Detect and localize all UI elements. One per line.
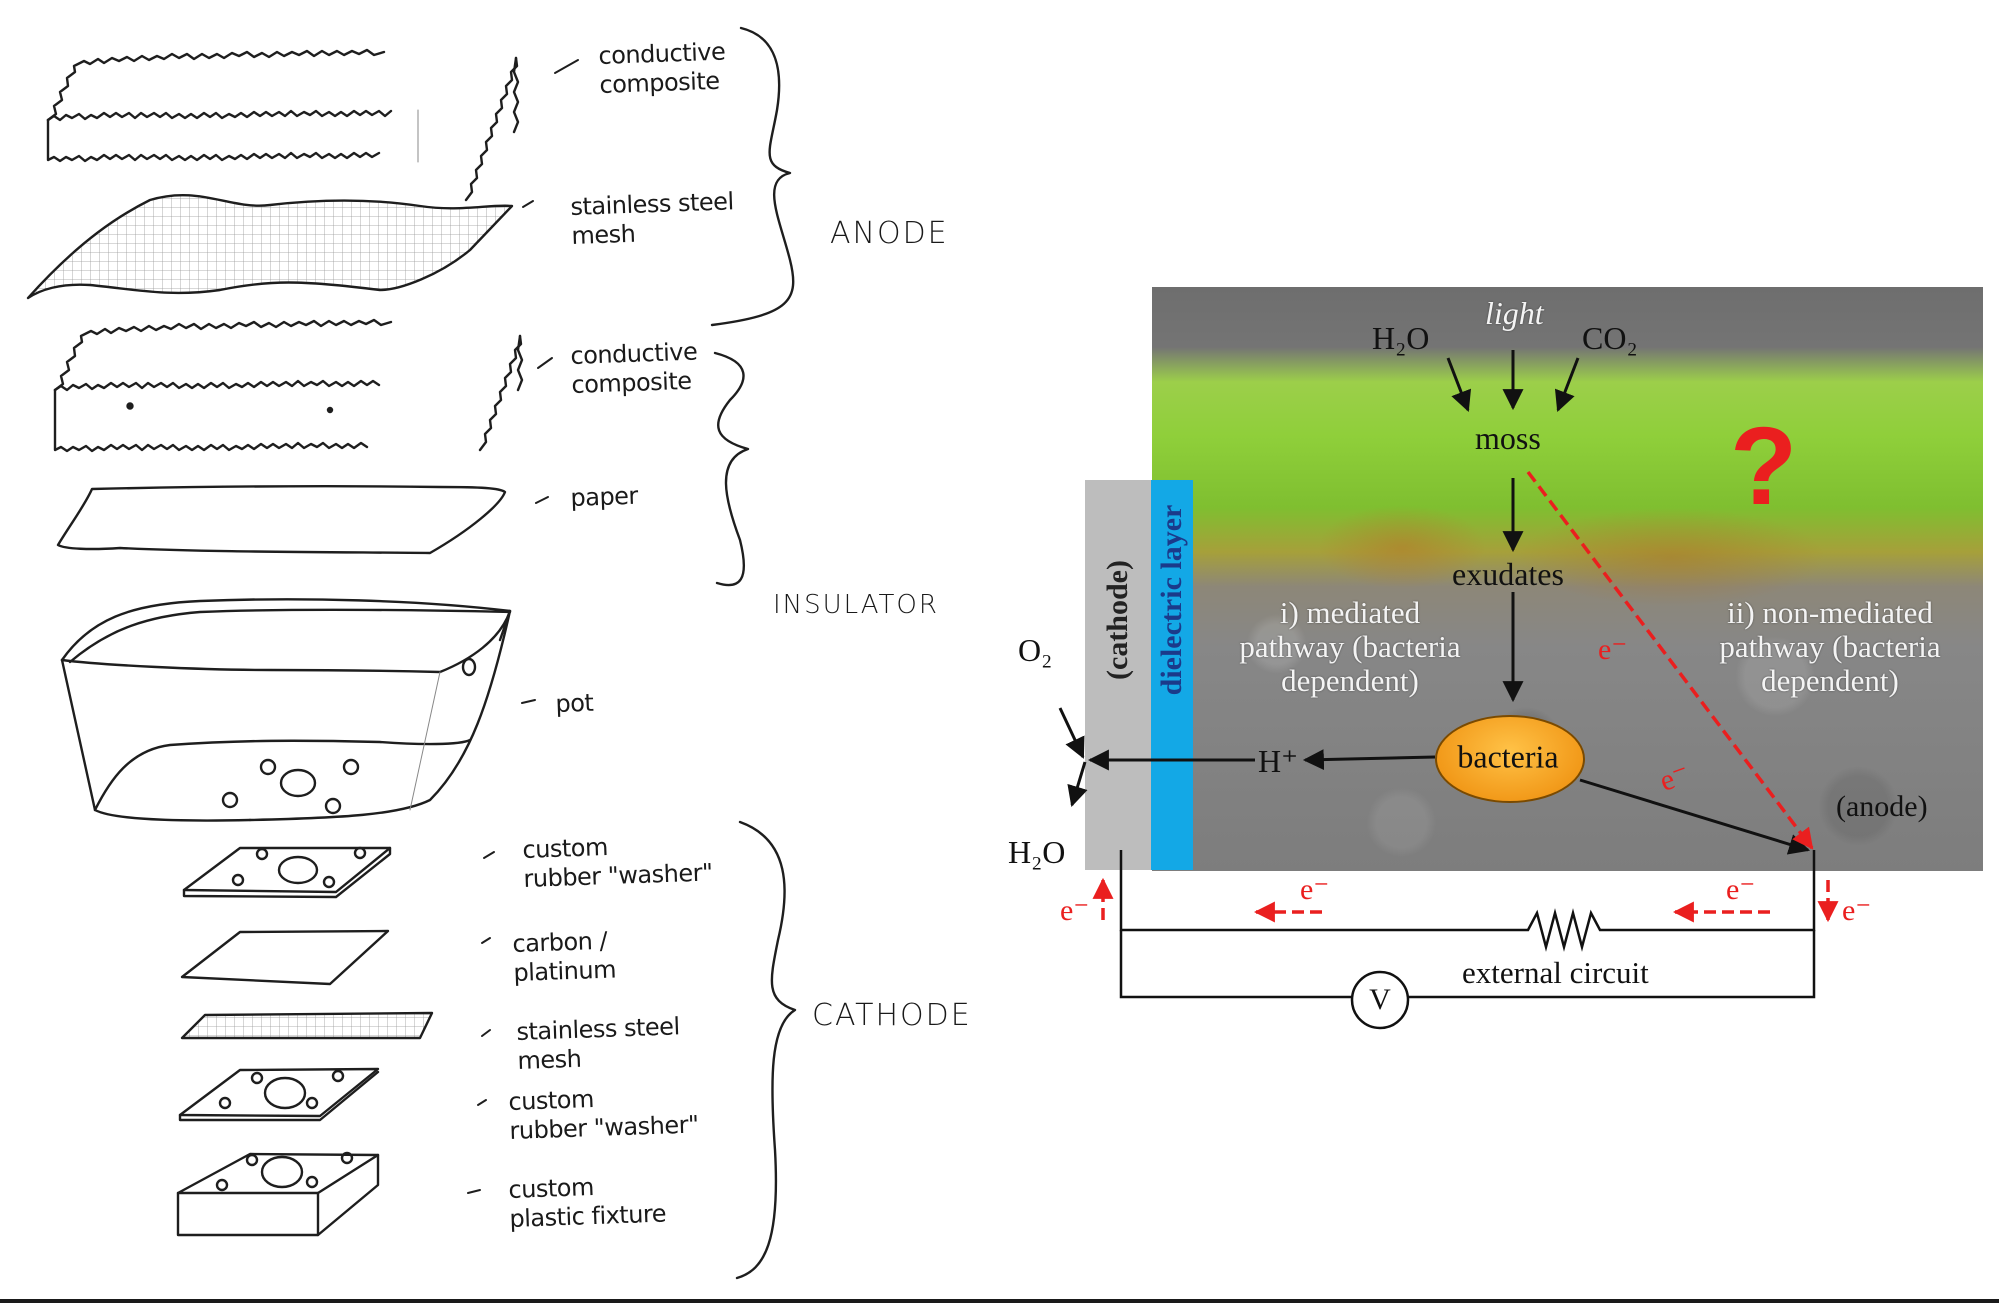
stainless-steel-mesh-anode-drawing [26, 193, 514, 300]
anode-label: (anode) [1836, 790, 1928, 823]
dielectric-layer-bar [1151, 480, 1193, 870]
arrow-co2-to-moss [1554, 357, 1580, 412]
mediated-line-1: i) mediated [1279, 595, 1421, 630]
soil-texture [1152, 547, 1983, 871]
hplus-label: H⁺ [1258, 743, 1298, 779]
brace-insulator [713, 351, 750, 587]
electron-label-nonmediated: e⁻ [1598, 633, 1628, 666]
non-mediated-line-3: dependent) [1761, 663, 1899, 698]
bacteria-label: bacteria [1457, 738, 1559, 775]
h2o-output-label: H₂O [1008, 834, 1066, 870]
rubber-washer-top-drawing [182, 846, 392, 899]
mediated-pathway-label: i) mediated pathway (bacteria dependent) [1239, 596, 1460, 698]
brace-cathode [735, 820, 797, 1280]
light-label: light [1485, 295, 1544, 331]
leader-dashes [467, 59, 579, 1194]
external-circuit-label: external circuit [1462, 955, 1649, 990]
group-label-cathode: CATHODE [812, 998, 972, 1033]
non-mediated-line-2: pathway (bacteria [1719, 629, 1941, 664]
conductive-composite-bottom-drawing [53, 318, 524, 453]
arrow-non-mediated-electron [1526, 470, 1814, 850]
arrow-o2-to-cathode [1058, 707, 1085, 759]
exudates-label: exudates [1452, 556, 1564, 592]
stainless-steel-mesh-cathode-drawing [180, 1011, 434, 1040]
electron-label-circuit-right: e⁻ [1726, 873, 1756, 906]
electron-label-circuit-left: e⁻ [1300, 873, 1330, 906]
moss-label: moss [1475, 420, 1541, 456]
brace-anode [710, 26, 795, 327]
non-mediated-line-1: ii) non-mediated [1727, 595, 1933, 630]
arrow-bacteria-to-hplus [1302, 749, 1436, 771]
cathode-bar [1085, 480, 1151, 870]
arrow-bacteria-to-anode [1579, 778, 1811, 855]
bacteria-node [1435, 715, 1585, 803]
electron-label-anode: e⁻ [1842, 894, 1872, 927]
question-mark: ? [1730, 405, 1798, 528]
co2-label: CO₂ [1582, 320, 1638, 356]
group-label-anode: ANODE [830, 216, 949, 251]
mediated-line-2: pathway (bacteria [1239, 629, 1461, 664]
rubber-washer-bottom-drawing [178, 1067, 380, 1122]
group-label-insulator: INSULATOR [773, 590, 939, 620]
non-mediated-pathway-label: ii) non-mediated pathway (bacteria depen… [1719, 596, 1940, 698]
plastic-fixture-drawing [176, 1151, 380, 1237]
paper-drawing [56, 484, 507, 555]
mediated-line-3: dependent) [1281, 663, 1419, 698]
pot-drawing [60, 598, 512, 822]
bottom-border [0, 1299, 1999, 1303]
electron-label-cathode: e⁻ [1060, 894, 1090, 927]
conductive-composite-top-drawing [46, 48, 520, 202]
circuit-wire [1119, 850, 1816, 952]
voltmeter-label: V [1369, 983, 1391, 1016]
o2-label: O₂ [1018, 632, 1053, 668]
sketch-drawings [26, 26, 797, 1280]
moss-photo [1152, 287, 1983, 871]
arrow-cathode-to-h2o [1067, 761, 1088, 808]
voltmeter-icon [1350, 970, 1410, 1030]
arrow-h2o-to-moss [1446, 357, 1472, 412]
carbon-platinum-drawing [180, 929, 390, 986]
circuit-wire-voltmeter [1119, 930, 1816, 999]
h2o-input-label: H₂O [1372, 320, 1430, 356]
